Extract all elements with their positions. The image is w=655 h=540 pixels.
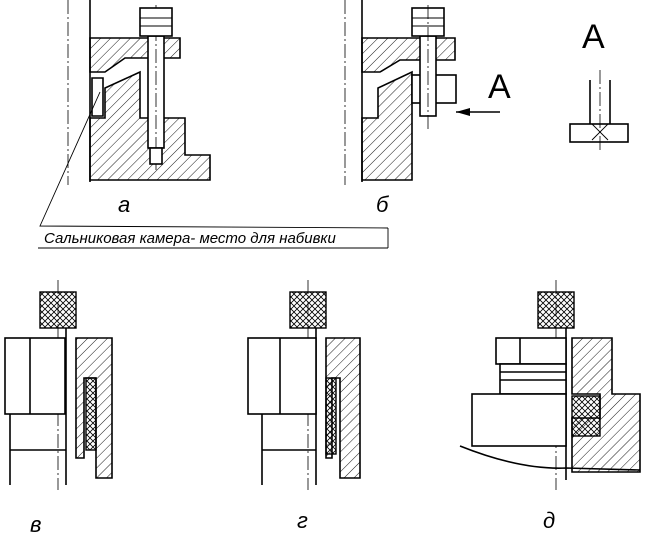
spindle-lower <box>9 414 66 485</box>
view-cross-mark <box>591 123 609 141</box>
stuffing-box-note: Сальниковая камера- место для набивки <box>44 230 336 247</box>
bonnet-body <box>471 393 567 447</box>
figure-label-v: в <box>30 512 41 537</box>
figure-g: г <box>247 280 361 533</box>
gland-collar-lines <box>500 371 566 381</box>
figure-label-d: д <box>543 508 555 533</box>
stud-end <box>149 147 163 165</box>
leader-line <box>39 91 389 229</box>
spindle-lower <box>261 414 316 485</box>
figure-a: а <box>67 0 211 217</box>
nut <box>139 7 173 37</box>
figure-label-b: б <box>376 192 390 217</box>
view-title: А <box>582 18 605 56</box>
gland-flange <box>361 37 456 73</box>
view-a: А <box>569 18 629 150</box>
packing-stack <box>571 395 601 437</box>
gland-collar <box>499 363 567 395</box>
figure-v: в <box>4 280 113 537</box>
gland-housing <box>571 337 641 473</box>
view-arrow-head <box>456 108 470 116</box>
annotation-callout: Сальниковая камера- место для набивки <box>38 91 389 249</box>
gland-housing <box>325 337 361 479</box>
figure-label-a: а <box>118 192 130 217</box>
gland-flange <box>89 37 181 73</box>
spindle-body <box>4 337 66 415</box>
housing-section <box>361 70 413 181</box>
spindle-body <box>247 337 317 415</box>
view-arrow-letter: А <box>488 68 511 106</box>
packing-stack <box>325 377 337 455</box>
figure-b: А б <box>344 0 511 217</box>
figure-label-g: г <box>297 508 308 533</box>
gland-nut <box>495 337 567 365</box>
break-line <box>459 445 641 471</box>
figure-d: д <box>459 280 641 533</box>
packing-stack <box>85 377 97 451</box>
